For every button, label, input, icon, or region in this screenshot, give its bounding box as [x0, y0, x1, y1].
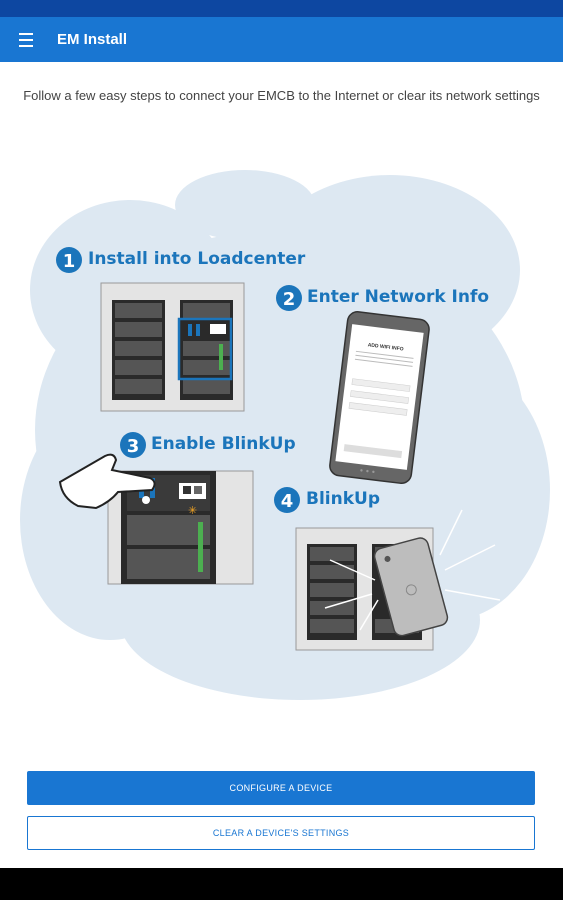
step-2-label: Enter Network Info — [307, 287, 489, 307]
step-1-label: Install into Loadcenter — [88, 249, 306, 269]
phone-screen-title: ADD WIFI INFO — [367, 342, 404, 352]
setup-illustration: 1 Install into Loadcenter 2 Enter Networ… — [20, 170, 550, 700]
clear-device-settings-button[interactable]: CLEAR A DEVICE'S SETTINGS — [27, 816, 535, 850]
intro-text: Follow a few easy steps to connect your … — [23, 88, 540, 103]
step-4-badge — [274, 487, 300, 513]
step-4-label: BlinkUp — [306, 489, 380, 509]
step-3: 3 Enable BlinkUp — [120, 432, 296, 458]
step-2-number: 2 — [283, 289, 296, 310]
step-3-number: 3 — [127, 436, 140, 457]
step-3-badge — [120, 432, 146, 458]
phone-illustration: ADD WIFI INFO — [329, 311, 430, 485]
step-1: 1 Install into Loadcenter — [56, 247, 306, 273]
step-4: 4 BlinkUp — [274, 487, 380, 513]
step-3-label: Enable BlinkUp — [151, 434, 296, 454]
step-1-number: 1 — [63, 251, 76, 272]
phone-back-icon — [373, 537, 449, 637]
step-4-number: 4 — [281, 491, 294, 512]
svg-text:✳: ✳ — [188, 505, 197, 517]
app-bar: EM Install — [0, 17, 563, 62]
menu-icon[interactable] — [19, 32, 39, 47]
step-1-badge — [56, 247, 82, 273]
configure-device-button[interactable]: CONFIGURE A DEVICE — [27, 771, 535, 805]
loadcenter-panel-1 — [100, 282, 245, 412]
step-2: 2 Enter Network Info — [276, 285, 489, 311]
app-title: EM Install — [57, 31, 128, 48]
status-bar — [0, 0, 563, 17]
step-2-badge — [276, 285, 302, 311]
hand-pointer-icon — [58, 453, 156, 510]
navigation-bar — [0, 868, 563, 900]
